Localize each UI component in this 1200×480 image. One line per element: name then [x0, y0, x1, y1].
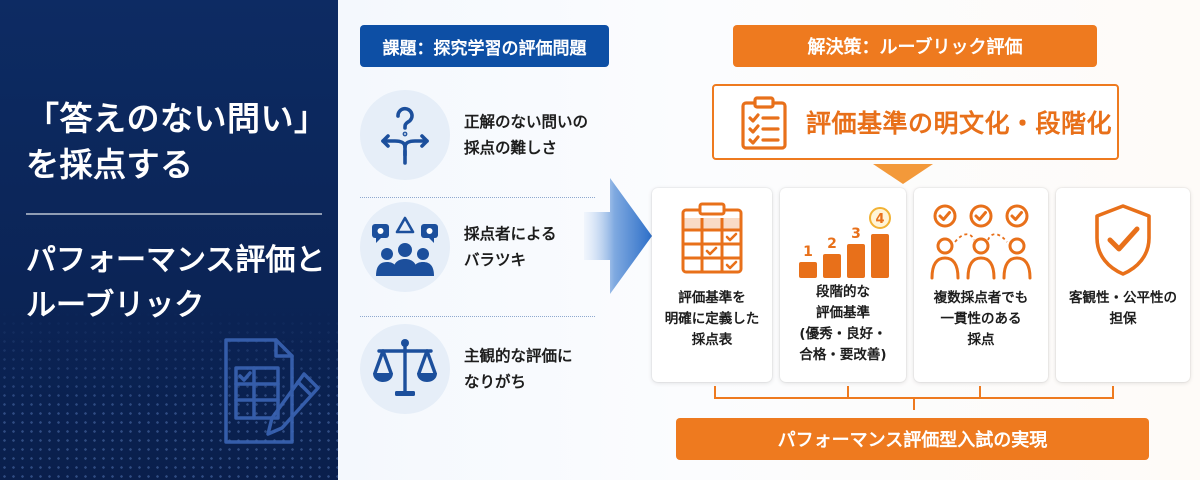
- solution-card: 客観性・公平性の 担保: [1056, 188, 1190, 382]
- subtitle-line2: ルーブリック: [26, 288, 205, 323]
- step-bars-icon: 1 2 3 4: [799, 207, 891, 278]
- question-crossroads-icon: [381, 106, 429, 165]
- card-caption: 客観性・公平性の 担保: [1069, 290, 1177, 327]
- down-arrow-icon: [873, 164, 933, 184]
- issue-divider: [360, 316, 595, 317]
- issue-text: 主観的な評価に なりがち: [464, 347, 573, 391]
- card-caption: 段階的な 評価基準 (優秀・良好・ 合格・要改善): [799, 284, 887, 363]
- solution-card: 評価基準を 明確に定義した 採点表: [652, 188, 772, 382]
- main-title-line2: を採点する: [26, 144, 194, 184]
- issue-icon-circle: [360, 90, 450, 180]
- dot-pattern: [0, 310, 338, 480]
- issue-text: 正解のない問いの 採点の難しさ: [464, 113, 589, 157]
- consistent-graders-icon: [930, 204, 1032, 280]
- main-title: 「答えのない問い」 を採点する: [26, 96, 328, 187]
- solution-card: 複数採点者でも 一貫性のある 採点: [914, 188, 1048, 382]
- subtitle: パフォーマンス評価と ルーブリック: [26, 238, 326, 328]
- issue-divider: [360, 197, 595, 198]
- balance-scale-icon: [373, 339, 437, 396]
- step-label-1: 1: [803, 244, 813, 260]
- step-label-4: 4: [875, 212, 884, 227]
- issue-item: 主観的な評価に なりがち: [360, 318, 600, 422]
- grid-clipboard-icon: [681, 202, 743, 274]
- step-label-2: 2: [827, 236, 837, 252]
- checklist-clipboard-icon: [741, 96, 787, 150]
- step-label-3: 3: [851, 226, 861, 242]
- result-banner: パフォーマンス評価型入試の実現: [676, 418, 1149, 460]
- card-caption: 複数採点者でも 一貫性のある 採点: [933, 290, 1029, 348]
- issue-icon-circle: [360, 202, 450, 292]
- subtitle-line1: パフォーマンス評価と: [26, 243, 326, 278]
- card-caption: 評価基準を 明確に定義した 採点表: [664, 290, 760, 348]
- issue-item: 正解のない問いの 採点の難しさ: [360, 84, 600, 188]
- solution-main-box: 評価基準の明文化・段階化: [712, 84, 1119, 160]
- title-panel: 「答えのない問い」 を採点する パフォーマンス評価と ルーブリック: [0, 0, 338, 480]
- main-title-line1: 「答えのない問い」: [26, 99, 328, 138]
- people-discussion-icon: [372, 216, 438, 276]
- issues-header: 課題：探究学習の評価問題: [360, 25, 609, 67]
- title-divider: [26, 213, 322, 215]
- solution-header: 解決策：ルーブリック評価: [733, 25, 1097, 67]
- solution-card: 1 2 3 4 段階的な 評価基準 (優秀・良好・ 合格・要改善): [780, 188, 906, 382]
- issue-item: 採点者による バラツキ: [360, 196, 600, 300]
- document-pen-icon: [224, 338, 320, 444]
- issue-text: 採点者による バラツキ: [464, 225, 557, 269]
- big-right-arrow-icon: [584, 178, 652, 294]
- solution-main-label: 評価基準の明文化・段階化: [806, 109, 1113, 138]
- issue-icon-circle: [360, 324, 450, 414]
- cards-bracket: [714, 386, 1114, 410]
- shield-check-icon: [1095, 204, 1151, 276]
